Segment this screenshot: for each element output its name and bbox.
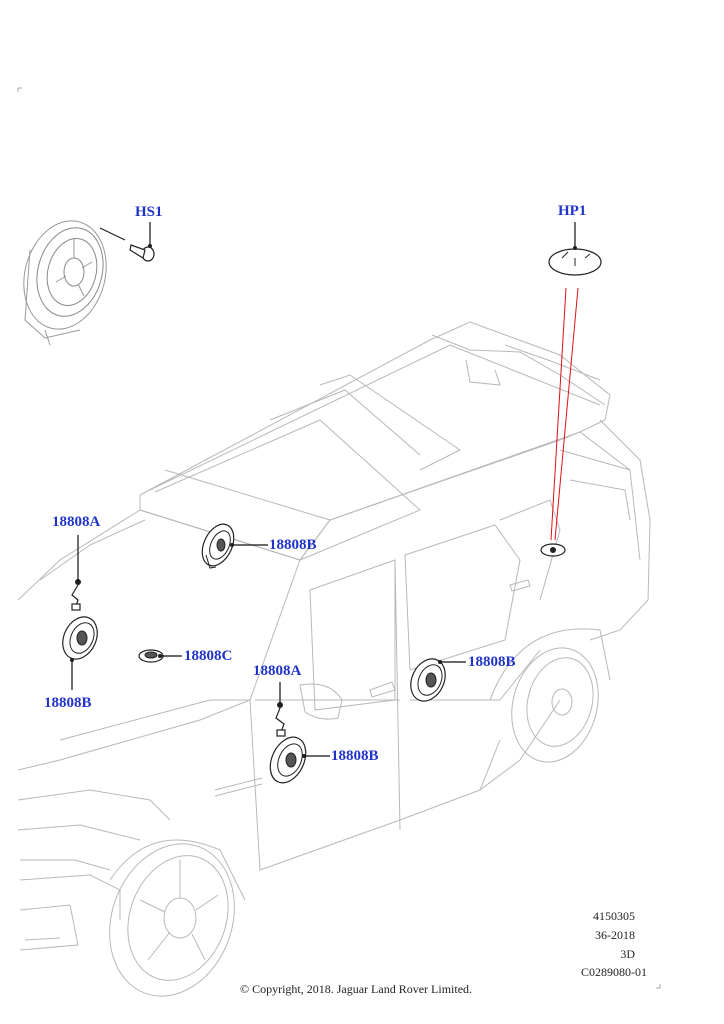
ref-line-4: C0289080-01 (581, 965, 647, 979)
corner-mark-top-left (17, 87, 22, 92)
callout-18808a-door: 18808A (253, 663, 302, 679)
callout-18808c: 18808C (184, 648, 233, 664)
connector-18808a-left (71, 535, 81, 611)
ref-line-1: 4150305 (593, 909, 635, 923)
callout-18808a-left: 18808A (52, 514, 101, 530)
plate-exploded-hp1 (540, 222, 602, 557)
speaker-exploded-hs1 (23, 220, 155, 346)
ref-line-2: 36-2018 (595, 928, 635, 942)
callout-18808b-dash: 18808B (269, 537, 317, 553)
speaker-18808b-left (62, 616, 98, 690)
speaker-18808c (138, 649, 182, 663)
callout-18808b-left: 18808B (44, 695, 92, 711)
callout-hp1: HP1 (558, 203, 587, 219)
copyright-notice: © Copyright, 2018. Jaguar Land Rover Lim… (239, 982, 473, 996)
speaker-18808b-dash (201, 523, 268, 569)
callout-18808b-rear: 18808B (468, 654, 516, 670)
connector-18808a-door (275, 682, 286, 737)
corner-mark-bottom-right (656, 984, 661, 989)
callout-18808b-door: 18808B (331, 748, 379, 764)
ref-line-3: 3D (620, 947, 635, 961)
speaker-18808b-rear (410, 658, 466, 702)
speaker-18808b-door (269, 736, 330, 784)
vehicle-outline (17, 321, 651, 997)
callout-hs1: HS1 (135, 204, 163, 220)
